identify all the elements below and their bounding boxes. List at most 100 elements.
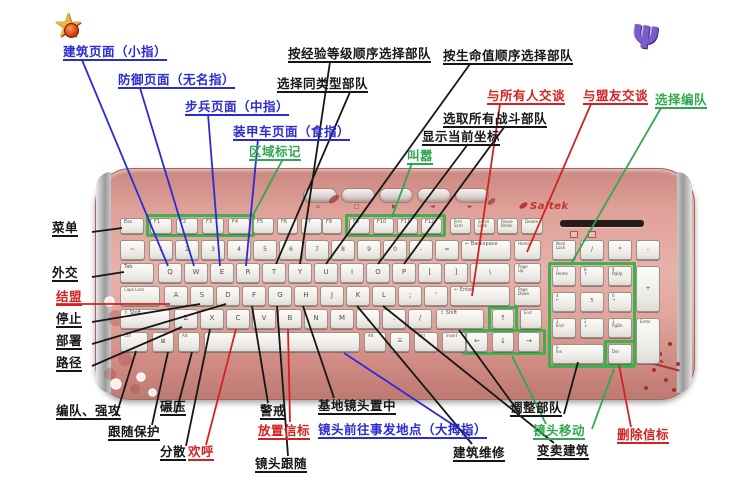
key-d: D (216, 286, 240, 306)
label-select-team: 选择编队 (655, 93, 708, 110)
key-k: K (346, 286, 370, 306)
label-camera-move: 镜头移动 (533, 424, 586, 441)
key-np-dot: . Del (608, 344, 632, 364)
key-minus: - (409, 240, 433, 260)
berry-decor (672, 388, 676, 392)
key-f: F (242, 286, 266, 306)
key-f7: F7 (301, 218, 322, 234)
floral-blotch (118, 352, 132, 366)
key-tilde: ~ (120, 240, 145, 260)
mascot-purple-creature-icon: Ψ (629, 18, 661, 58)
label-area-mark: 区域标记 (249, 145, 302, 162)
key-m: M (330, 309, 354, 329)
key-arrow-down: ↓ (492, 332, 514, 352)
key-pgdn: Page Down (514, 286, 541, 306)
key-x: X (200, 309, 224, 329)
key-num5: 5 (253, 240, 277, 260)
flower-decor (148, 388, 157, 397)
label-scatter: 分散 (160, 445, 187, 462)
floral-blotch (104, 368, 116, 380)
label-select-all-combat: 选取所有战斗部队 (443, 112, 548, 129)
label-select-by-veterancy: 按经验等级顺序选择部队 (288, 47, 432, 64)
key-num1: 1 (149, 240, 173, 260)
key-quote: ' (424, 286, 448, 306)
label-camera-to-event: 镜头前往事发地点（大拇指） (318, 423, 488, 440)
key-lwin: ⊞ (152, 332, 174, 352)
berry-decor (658, 352, 662, 356)
media-button-play (379, 188, 413, 203)
key-np7: 7 Home (552, 266, 576, 286)
key-equals: = (435, 240, 459, 260)
key-w: W (184, 263, 208, 283)
key-end: End (520, 309, 542, 329)
key-backslash: \ (470, 263, 510, 283)
key-num7: 7 (305, 240, 329, 260)
key-q: Q (158, 263, 182, 283)
key-enter: ↵ Enter (450, 286, 510, 306)
key-comma: , (356, 309, 380, 329)
key-g: G (268, 286, 292, 306)
flower-decor (136, 372, 146, 382)
key-period: . (382, 309, 406, 329)
key-pause: Pause Break (497, 218, 518, 234)
key-np3: 3 PgDn (608, 318, 632, 338)
key-v: V (252, 309, 276, 329)
key-f12: F12 (421, 218, 442, 234)
key-insert: Insert (442, 332, 466, 352)
label-place-beacon: 放置信标 (258, 424, 311, 441)
label-ally: 结盟 (56, 290, 83, 307)
volume-up-icon: ► (468, 203, 473, 210)
key-f5: F5 (253, 218, 274, 234)
berry-decor (664, 378, 668, 382)
label-guard: 警戒 (260, 404, 287, 421)
key-np2: 2 ↓ (580, 318, 604, 338)
key-lbracket: [ (418, 263, 442, 283)
key-l: L (372, 286, 396, 306)
key-arrow-right: → (518, 332, 540, 352)
label-chat-ally: 与盟友交谈 (583, 89, 649, 106)
flower-decor (104, 296, 115, 307)
label-taunt: 叫嚣 (407, 149, 434, 166)
label-defense-page: 防御页面（无名指） (118, 73, 236, 90)
label-waypoint: 路径 (56, 356, 83, 373)
mascot-star-icon: ★ (53, 6, 91, 50)
label-diplomacy: 外交 (52, 266, 79, 283)
key-z: Z (174, 309, 198, 329)
key-lalt: Alt (178, 332, 200, 352)
label-cheer: 欢呼 (188, 445, 215, 462)
label-adjust-troops: 调整部队 (510, 401, 563, 418)
key-esc: Esc (120, 218, 144, 234)
indicator-icon (588, 231, 596, 238)
key-a: A (164, 286, 188, 306)
key-arrow-left: ← (466, 332, 488, 352)
key-num3: 3 (201, 240, 225, 260)
label-camera-follow: 镜头跟随 (255, 457, 308, 474)
key-menu-key: ☰ (390, 332, 410, 352)
label-building-repair: 建筑维修 (453, 446, 506, 463)
key-f6: F6 (277, 218, 298, 234)
label-delete-beacon: 删除信标 (617, 428, 670, 445)
key-np-mul: * (608, 240, 632, 260)
volume-down-icon: ◄ (430, 203, 435, 210)
key-np6: 6 → (608, 292, 632, 312)
play-icon: ▶ (392, 203, 397, 210)
key-scrlk: Scroll Lock (474, 218, 495, 234)
label-chat-all: 与所有人交谈 (487, 89, 566, 106)
key-r: R (236, 263, 260, 283)
key-np4: 4 ← (552, 292, 576, 312)
label-crush: 碾压 (160, 400, 187, 417)
key-num0: 0 (383, 240, 407, 260)
berry-decor (676, 362, 680, 366)
key-num6: 6 (279, 240, 303, 260)
home-icon: ⌂ (316, 203, 320, 210)
key-num2: 2 (175, 240, 199, 260)
key-rctrl: Ctrl (414, 332, 438, 352)
window-icon: □ (354, 203, 360, 210)
berry-decor (668, 342, 672, 346)
key-np9: 9 PgUp (608, 266, 632, 286)
key-numlock: Num Lock (552, 240, 576, 260)
key-y: Y (288, 263, 312, 283)
key-o: O (366, 263, 390, 283)
label-follow-protect: 跟随保护 (108, 425, 161, 442)
